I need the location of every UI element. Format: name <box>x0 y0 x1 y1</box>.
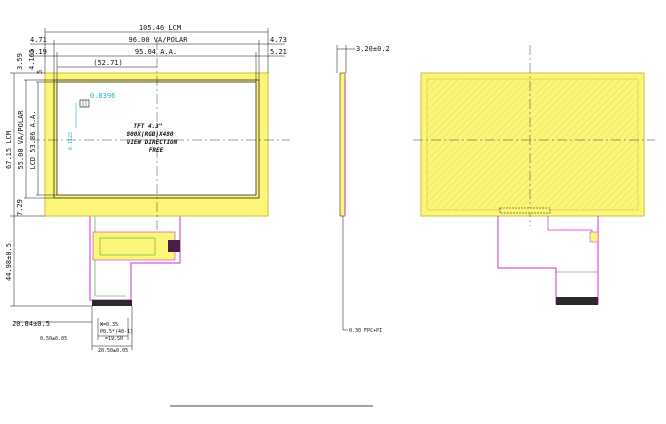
dim-va-polar-height: 55.00 VA/POLAR <box>17 110 25 170</box>
dim-lcd-aa-height: LCD 53.86 A.A. <box>29 110 37 169</box>
pixel-pitch-y: 0.1122 <box>68 132 74 150</box>
top-dimension-lines <box>30 28 285 82</box>
side-panel <box>339 72 346 217</box>
pixel-pitch-x: 0.0396 <box>90 92 115 100</box>
dim-fpc-length: 44.98±0.5 <box>5 243 13 281</box>
panel-text-1: TFT 4.3" <box>134 123 163 130</box>
dim-pin-offset: 0.50±0.05 <box>40 336 67 342</box>
back-connector <box>499 207 551 214</box>
back-fpc <box>497 216 599 305</box>
polar-area <box>53 79 260 199</box>
front-fpc <box>89 216 181 306</box>
side-view: 3.20±0.2 0.30 FPC+PI <box>336 45 390 334</box>
dim-fpc-thickness: 0.30 FPC+PI <box>349 328 382 334</box>
panel-text-4: FREE <box>149 147 164 154</box>
dim-lcm-width: 105.46 LCM <box>139 24 181 32</box>
dim-left-519: 5.19 <box>30 48 47 56</box>
dim-fpc-2084: 20.84±0.5 <box>12 320 50 328</box>
dim-top-4165: 4.165 <box>28 49 36 70</box>
back-view <box>413 45 655 305</box>
active-area <box>56 81 257 196</box>
dim-va-polar-width: 96.00 VA/POLAR <box>128 36 188 44</box>
dim-half-aa: (52.71) <box>93 59 123 67</box>
dim-left-471: 4.71 <box>30 36 47 44</box>
dim-pin-width: W=0.35 <box>100 322 118 328</box>
panel-text-2: 800X(RGB)X480 <box>127 131 174 138</box>
dim-thickness: 3.20±0.2 <box>356 45 390 53</box>
dim-aa-width: 95.04 A.A. <box>135 48 177 56</box>
dim-lcm-height: 67.15 LCM <box>5 131 13 169</box>
pixel-detail <box>75 99 90 128</box>
dim-top-359: 3.59 <box>16 53 24 70</box>
dim-bottom-729: 7.29 <box>16 199 24 216</box>
panel-text-3: VIEW DIRECTION <box>127 139 178 146</box>
dim-top-5: 5 <box>36 70 44 74</box>
ic-chip <box>168 240 180 252</box>
dim-right-473: 4.73 <box>270 36 287 44</box>
left-dimension-lines <box>10 72 133 350</box>
dim-pitch: P0.5*(40-1) <box>100 329 133 335</box>
dim-pitch-total: =19.50 <box>105 336 123 342</box>
fpc-contact-strip <box>92 300 132 306</box>
front-view: 0.0396 0.1122 TFT 4.3" 800X(RGB)X480 VIE… <box>5 24 290 354</box>
dim-right-521: 5.21 <box>270 48 287 56</box>
dim-fpc-width: 20.50±0.05 <box>98 348 128 354</box>
back-contact-strip <box>556 297 598 305</box>
